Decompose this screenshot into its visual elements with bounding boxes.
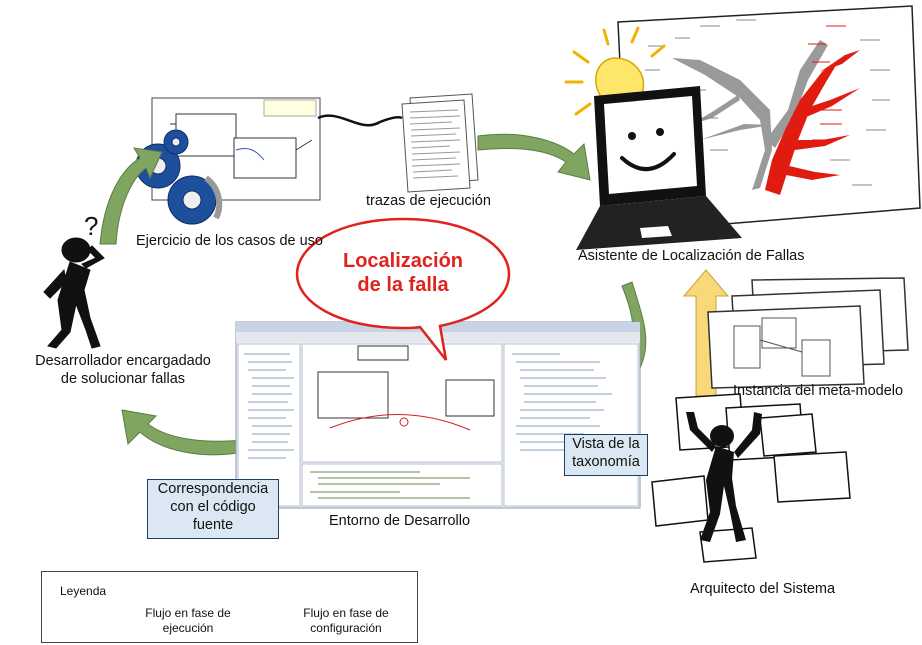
bubble-title: Localización de la falla — [318, 249, 488, 297]
developer-label: Desarrollador encargadado de solucionar … — [8, 352, 238, 388]
legend-config-label: Flujo en fase de configuración — [296, 606, 396, 636]
correspondence-callout: Correspondencia con el código fuente — [147, 479, 279, 539]
trace-connector — [317, 114, 403, 127]
document-icon — [401, 93, 479, 193]
correspondence-line-3: fuente — [192, 517, 234, 533]
flow-arrow-ide-to-developer — [121, 409, 245, 456]
fault-localization-bubble — [295, 217, 511, 361]
architect-person-icon — [651, 393, 851, 563]
legend-config-line-1: Flujo en fase de — [303, 606, 389, 620]
legend-execution-line-1: Flujo en fase de — [145, 606, 231, 620]
correspondence-line-2: con el código — [170, 499, 256, 515]
svg-text:?: ? — [84, 211, 98, 241]
taxonomy-callout: Vista de la taxonomía — [564, 434, 648, 476]
correspondence-line-1: Correspondencia — [157, 481, 269, 497]
bubble-line-2: de la falla — [357, 274, 449, 296]
use-cases-label: Ejercicio de los casos de uso — [136, 233, 323, 249]
legend: Leyenda Flujo en fase de ejecución Flujo… — [41, 571, 418, 643]
developer-label-line-2: de solucionar fallas — [60, 371, 186, 387]
flow-arrow-traces-to-assistant — [477, 133, 591, 181]
architect-label: Arquitecto del Sistema — [690, 581, 836, 597]
developer-label-line-1: Desarrollador encargadado — [35, 353, 211, 369]
bubble-line-1: Localización — [342, 250, 464, 272]
flow-arrow-developer-to-usecases — [99, 147, 163, 245]
assistant-label: Asistente de Localización de Fallas — [578, 248, 805, 264]
legend-title: Leyenda — [60, 584, 107, 598]
legend-execution-line-2: ejecución — [162, 621, 214, 635]
metamodel-label: Instancia del meta-modelo — [733, 383, 904, 399]
ide-label: Entorno de Desarrollo — [329, 513, 471, 529]
traces-label: trazas de ejecución — [366, 193, 491, 209]
taxonomy-line-1: Vista de la — [572, 436, 640, 452]
laptop-icon — [576, 86, 742, 250]
taxonomy-line-2: taxonomía — [572, 454, 640, 470]
legend-execution-label: Flujo en fase de ejecución — [140, 606, 236, 636]
thinking-person-icon: ? — [43, 211, 105, 349]
metamodel-instance — [707, 277, 909, 389]
legend-config-line-2: configuración — [310, 621, 382, 635]
